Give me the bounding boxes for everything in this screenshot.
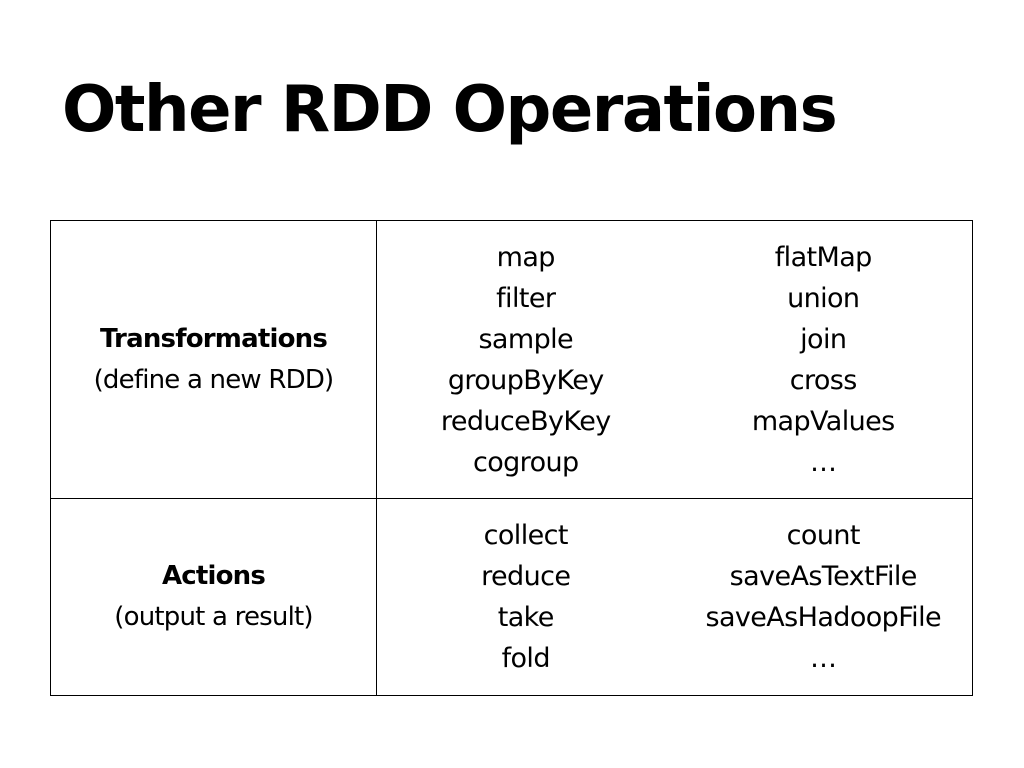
op-mapvalues: mapValues <box>751 405 895 437</box>
op-saveashadoopfile: saveAsHadoopFile <box>705 602 942 633</box>
op-ellipsis: … <box>810 643 837 674</box>
op-fold: fold <box>501 643 551 674</box>
transformations-col-1: map filter sample groupByKey reduceByKey… <box>377 237 675 483</box>
actions-ops-cell: collect reduce take fold count saveAsTex… <box>376 498 973 696</box>
op-sample: sample <box>478 323 574 355</box>
op-collect: collect <box>483 520 569 551</box>
op-reduce: reduce <box>481 561 571 592</box>
actions-label: Actions <box>161 561 266 591</box>
op-reducebykey: reduceByKey <box>440 405 611 437</box>
actions-sublabel: (output a result) <box>114 602 313 632</box>
op-flatmap: flatMap <box>774 241 873 273</box>
op-saveastextfile: saveAsTextFile <box>729 561 918 592</box>
op-cogroup: cogroup <box>472 446 579 478</box>
op-take: take <box>497 602 555 633</box>
transformations-ops-cell: map filter sample groupByKey reduceByKey… <box>376 220 973 499</box>
transformations-label: Transformations <box>99 323 328 354</box>
actions-col-2: count saveAsTextFile saveAsHadoopFile … <box>675 515 973 679</box>
actions-col-1: collect reduce take fold <box>377 515 675 679</box>
op-map: map <box>496 241 556 273</box>
operations-table: Transformations (define a new RDD) map f… <box>50 220 973 696</box>
actions-row: Actions (output a result) collect reduce… <box>50 498 973 696</box>
op-join: join <box>800 323 847 355</box>
actions-label-cell: Actions (output a result) <box>50 498 377 696</box>
transformations-col-2: flatMap union join cross mapValues … <box>675 237 973 483</box>
op-ellipsis: … <box>810 446 837 478</box>
op-filter: filter <box>496 282 556 314</box>
op-groupbykey: groupByKey <box>447 364 604 396</box>
transformations-label-cell: Transformations (define a new RDD) <box>50 220 377 499</box>
slide-title: Other RDD Operations <box>62 73 838 147</box>
op-cross: cross <box>789 364 858 396</box>
op-count: count <box>786 520 861 551</box>
op-union: union <box>787 282 860 314</box>
transformations-sublabel: (define a new RDD) <box>93 364 335 395</box>
transformations-row: Transformations (define a new RDD) map f… <box>50 220 973 499</box>
